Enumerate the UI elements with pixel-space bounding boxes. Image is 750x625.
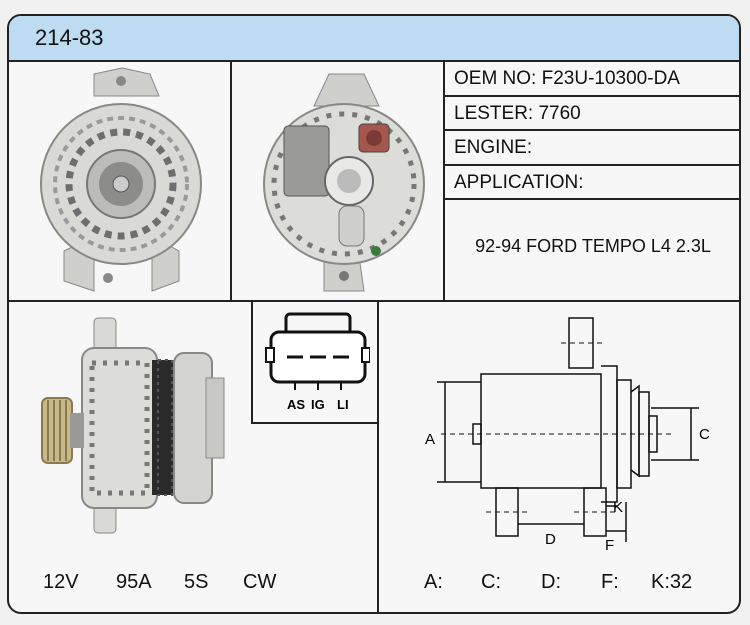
amperage-value: 95A: [116, 571, 152, 593]
divider: [443, 60, 445, 300]
dim-label-f: F: [605, 537, 614, 554]
dim-label-c: C: [699, 426, 710, 443]
pin-label-as: AS: [287, 397, 305, 412]
oem-number: OEM NO: F23U-10300-DA: [454, 68, 680, 89]
application-value: 92-94 FORD TEMPO L4 2.3L: [475, 236, 711, 256]
divider: [230, 60, 232, 300]
dim-label-k: K: [613, 499, 623, 516]
divider: [251, 300, 253, 422]
dim-label-d: D: [545, 531, 556, 548]
application-label: APPLICATION:: [454, 172, 584, 193]
rotation-value: CW: [243, 571, 277, 593]
part-number: 214-83: [35, 25, 104, 50]
voltage-value: 12V: [43, 571, 79, 593]
divider: [9, 300, 739, 302]
lester-number: LESTER: 7760: [454, 103, 581, 124]
groove-count-value: 5S: [184, 571, 209, 593]
pin-label-li: LI: [337, 397, 349, 412]
dim-value-c: C:: [481, 571, 501, 593]
alternator-front-photo: [40, 67, 202, 292]
engine-label: ENGINE:: [454, 137, 533, 158]
divider: [443, 95, 739, 97]
pin-label-ig: IG: [311, 397, 325, 412]
dim-value-k: K:32: [651, 571, 693, 593]
alternator-side-photo: [41, 317, 225, 534]
dimension-drawing: A C D F K: [425, 317, 710, 554]
divider: [251, 422, 379, 424]
dim-value-d: D:: [541, 571, 561, 593]
dim-value-f: F:: [601, 571, 619, 593]
dim-label-a: A: [425, 431, 435, 448]
divider: [443, 198, 739, 200]
alternator-rear-photo: [263, 73, 425, 292]
divider: [443, 129, 739, 131]
product-card: 214-83 OEM NO: F23U-10300-DA LESTER: 776…: [7, 14, 741, 614]
connector-diagram: AS IG LI: [265, 312, 370, 412]
divider: [377, 300, 379, 612]
divider: [443, 164, 739, 166]
dim-value-a: A:: [424, 571, 443, 593]
header-bar: 214-83: [9, 16, 739, 62]
